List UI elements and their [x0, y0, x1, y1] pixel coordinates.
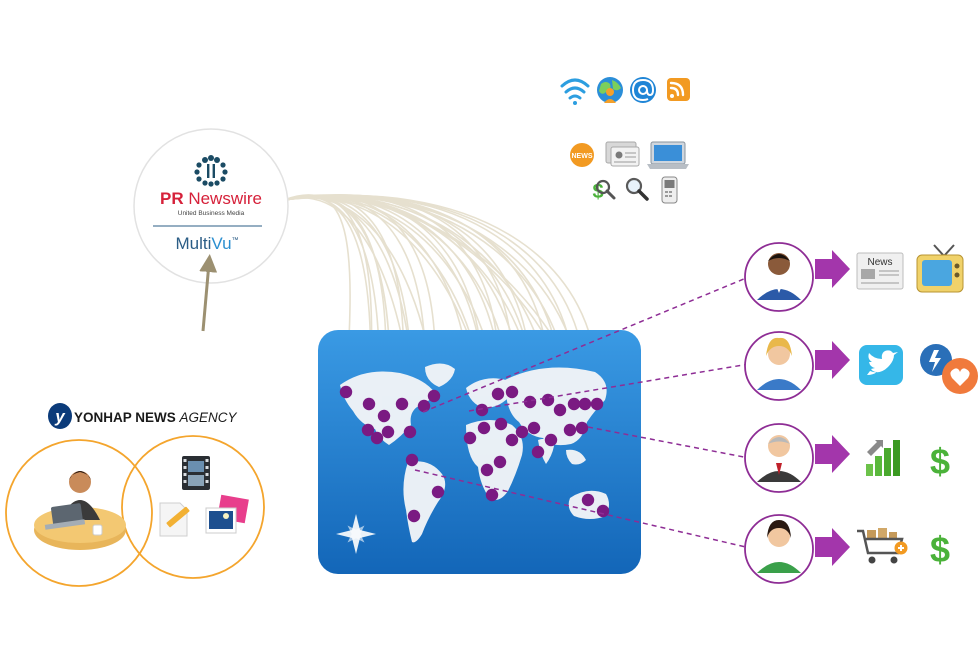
city-dot [377, 409, 391, 423]
television-icon [916, 244, 964, 293]
mobile-phone-icon [661, 176, 678, 204]
city-dot [485, 488, 499, 502]
dollar-sign-icon: $ [930, 441, 950, 482]
money-search-icon: $ [592, 179, 616, 203]
city-dot [395, 397, 409, 411]
email-at-icon [630, 77, 656, 103]
prnewswire-node: PR Newswire United Business Media MultiV… [133, 128, 289, 284]
svg-text:NEWS: NEWS [572, 153, 593, 160]
wifi-icon [560, 78, 590, 105]
audience-investor [744, 423, 850, 493]
dollar-sign-icon: $ [930, 529, 950, 570]
laptop-icon [647, 141, 689, 169]
city-dot [407, 509, 421, 523]
city-dot [477, 421, 491, 435]
city-dot [405, 453, 419, 467]
audience-connectors [414, 275, 752, 549]
bar-chart-growth-icon [866, 440, 900, 476]
news-badge-icon: NEWS [570, 143, 594, 167]
city-dot [575, 421, 589, 435]
globe-person-icon [597, 77, 623, 103]
svg-text:$: $ [930, 441, 950, 482]
city-dot [362, 397, 376, 411]
city-dot [590, 397, 604, 411]
prnewswire-wordmark: PR Newswire [160, 189, 262, 208]
city-dots [339, 385, 610, 523]
audience-journalist [744, 242, 850, 312]
city-dot [563, 423, 577, 437]
city-dot [544, 433, 558, 447]
city-dot [427, 389, 441, 403]
arrow-right-icon [815, 250, 850, 288]
svg-text:y: y [54, 407, 66, 426]
compass-rose-icon [336, 514, 376, 554]
newspaper-icon: News [856, 252, 904, 290]
city-dot [417, 399, 431, 413]
arrow-right-icon [815, 341, 850, 379]
audience-consumer [744, 514, 850, 584]
shopping-cart-icon [857, 528, 908, 564]
contact-cards-icon [605, 141, 640, 167]
city-dot [403, 425, 417, 439]
city-dot [515, 425, 529, 439]
city-dot [567, 397, 581, 411]
city-dot [370, 431, 384, 445]
photos-icon [205, 494, 249, 534]
social-chat-icon [920, 344, 978, 394]
city-dot [493, 455, 507, 469]
city-dot [505, 385, 519, 399]
yonhap-logo: y YONHAP NEWS AGENCY [48, 403, 238, 429]
blogger-avatar-icon [757, 337, 801, 390]
investor-avatar-icon [757, 435, 801, 482]
reporter-at-desk-icon [34, 471, 126, 550]
arrow-right-icon [815, 435, 850, 473]
prnewswire-tagline: United Business Media [178, 210, 245, 217]
city-dot [463, 431, 477, 445]
city-dot [339, 385, 353, 399]
city-dot [494, 417, 508, 431]
svg-text:$: $ [930, 529, 950, 570]
twitter-bird-icon [859, 345, 903, 385]
svg-text:News: News [867, 257, 892, 268]
city-dot [527, 421, 541, 435]
search-magnifier-icon [625, 177, 649, 201]
arrow-right-icon [815, 528, 850, 566]
media-assets-circle [121, 435, 265, 579]
reporter-circle [5, 439, 153, 587]
rss-feed-icon [667, 78, 690, 101]
city-dot [381, 425, 395, 439]
multivu-wordmark: MultiVu™ [175, 234, 238, 253]
city-dot [578, 397, 592, 411]
city-dot [491, 387, 505, 401]
audience-blogger [744, 331, 850, 401]
city-dot [541, 393, 555, 407]
document-edit-icon [159, 502, 190, 537]
yonhap-logo-icon [48, 403, 72, 429]
city-dot [431, 485, 445, 499]
city-dot [480, 463, 494, 477]
city-dot [475, 403, 489, 417]
city-dot [523, 395, 537, 409]
city-dot [361, 423, 375, 437]
video-file-icon [182, 456, 210, 490]
world-map-panel [318, 330, 641, 574]
consumer-avatar-icon [757, 520, 801, 573]
city-dot [553, 403, 567, 417]
city-dot [505, 433, 519, 447]
upload-arrow [199, 254, 218, 332]
prnewswire-logo-icon [194, 155, 228, 187]
yonhap-wordmark: YONHAP NEWS AGENCY [74, 410, 238, 425]
city-dot [581, 493, 595, 507]
journalist-avatar-icon [757, 253, 801, 300]
city-dot [531, 445, 545, 459]
city-dot [596, 504, 610, 518]
